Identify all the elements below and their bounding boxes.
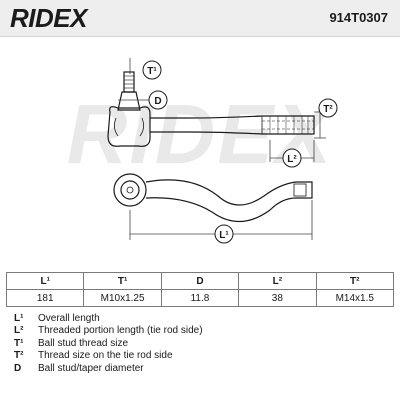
legend-item: L² Threaded portion length (tie rod side… xyxy=(14,325,394,337)
legend-item: T² Thread size on the tie rod side xyxy=(14,350,394,362)
legend-key: T¹ xyxy=(14,337,24,349)
callout-t1-label: T¹ xyxy=(147,66,157,77)
legend-item: T¹ Ball stud thread size xyxy=(14,338,394,350)
legend-key: D xyxy=(14,362,22,374)
callout-l2-label: L² xyxy=(287,154,297,165)
tie-rod-end-top-view xyxy=(113,173,313,223)
legend-item: D Ball stud/taper diameter xyxy=(14,363,394,375)
legend-text: Ball stud thread size xyxy=(38,337,129,349)
legend-text: Threaded portion length (tie rod side) xyxy=(38,325,203,337)
callout-t1: T¹ xyxy=(142,60,162,80)
legend-text: Overall length xyxy=(38,313,100,324)
callout-d: D xyxy=(148,90,168,110)
part-number: 914T0307 xyxy=(329,10,388,25)
callout-l1-label: L¹ xyxy=(219,230,229,241)
spec-table-value-row: 181 M10x1.25 11.8 38 M14x1.5 xyxy=(5,289,395,307)
legend-text: Ball stud/taper diameter xyxy=(38,362,144,374)
spec-table-header-row: L¹ T¹ D L² T² xyxy=(5,272,395,290)
callout-t2: T² xyxy=(318,98,338,118)
legend-text: Thread size on the tie rod side xyxy=(38,350,173,362)
header-bar: RIDEX 914T0307 xyxy=(0,0,400,37)
legend-key: L¹ xyxy=(14,313,24,324)
legend-key: T² xyxy=(14,350,24,362)
spec-header-t1: T¹ xyxy=(83,272,162,290)
callout-l1: L¹ xyxy=(214,224,234,244)
legend-key: L² xyxy=(14,325,24,337)
spec-value-l1: 181 xyxy=(5,289,85,307)
spec-header-t2: T² xyxy=(315,272,395,290)
technical-drawing: T¹ D T² L² L¹ xyxy=(107,58,338,244)
brand-logo: RIDEX xyxy=(10,3,87,33)
callout-l2: L² xyxy=(282,148,302,168)
legend-item: L¹ Overall length xyxy=(14,313,394,325)
callout-t2-label: T² xyxy=(323,104,333,115)
spec-header-d: D xyxy=(160,272,240,290)
tie-rod-end-side-view xyxy=(107,71,315,147)
callout-d-label: D xyxy=(154,96,161,107)
legend: L¹ Overall length L² Threaded portion le… xyxy=(14,313,394,375)
spec-header-l1: L¹ xyxy=(5,272,85,290)
spec-value-l2: 38 xyxy=(238,289,317,307)
spec-value-d: 11.8 xyxy=(160,289,240,307)
spec-table: L¹ T¹ D L² T² 181 M10x1.25 11.8 38 M14x1… xyxy=(5,272,395,307)
spec-value-t2: M14x1.5 xyxy=(315,289,395,307)
spec-header-l2: L² xyxy=(238,272,317,290)
spec-value-t1: M10x1.25 xyxy=(83,289,162,307)
